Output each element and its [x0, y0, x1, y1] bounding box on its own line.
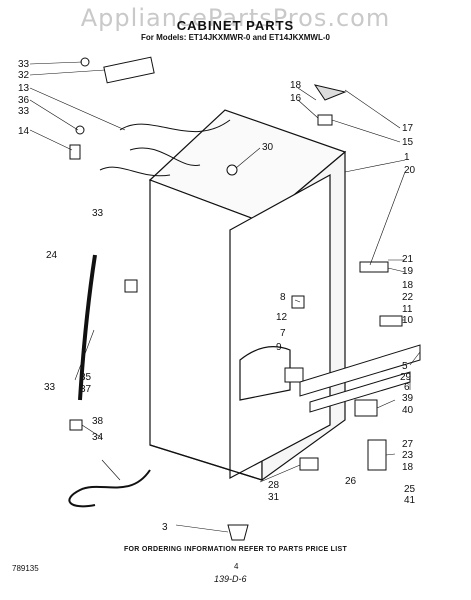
callout-33: 33	[44, 382, 56, 393]
callout-31: 31	[268, 492, 280, 503]
callout-20: 20	[404, 165, 416, 176]
callout-5: 5	[402, 361, 408, 372]
page-number: 4	[234, 562, 239, 571]
callout-27: 27	[402, 439, 414, 450]
part-hinge-16	[317, 114, 333, 126]
callout-23: 23	[402, 450, 414, 461]
part-rail-5	[299, 344, 421, 397]
part-plate-28	[299, 457, 319, 471]
small-parts	[68, 56, 421, 541]
callout-36: 36	[18, 95, 30, 106]
callout-11: 11	[402, 304, 413, 315]
part-hinge-19	[359, 261, 389, 273]
callout-33: 33	[18, 106, 30, 117]
part-clip-38	[69, 419, 83, 431]
part-cord-34	[68, 469, 151, 508]
part-hinge-23	[367, 439, 387, 471]
callout-24: 24	[46, 250, 58, 261]
cabinet-bottom-edge	[149, 444, 263, 481]
callout-3: 3	[162, 522, 168, 533]
cabinet-shell	[148, 109, 347, 482]
leader-lines	[29, 61, 421, 533]
part-bracket-39	[354, 399, 378, 417]
callout-30: 30	[262, 142, 274, 153]
part-screw-33b	[75, 125, 85, 135]
callout-32: 32	[18, 70, 30, 81]
callout-38: 38	[92, 416, 104, 427]
callout-29: 29	[400, 372, 412, 383]
callout-18: 18	[402, 280, 414, 291]
callout-21: 21	[402, 254, 414, 265]
cabinet-opening	[229, 173, 331, 479]
diagram-title: CABINET PARTS	[176, 18, 295, 33]
document-code: 139-D-6	[214, 574, 247, 584]
callout-33: 33	[18, 59, 30, 70]
callout-26: 26	[345, 476, 357, 487]
callout-15: 15	[402, 137, 414, 148]
catalog-code: 789135	[12, 564, 39, 573]
part-tube-35	[78, 254, 97, 401]
callout-33: 33	[92, 208, 104, 219]
callout-41: 41	[404, 495, 416, 506]
callout-12: 12	[276, 312, 288, 323]
part-screw-33a	[80, 57, 90, 67]
part-wiring-harness	[99, 119, 231, 177]
callout-17: 17	[402, 123, 414, 134]
callout-6: 6	[404, 382, 410, 393]
callout-10: 10	[402, 315, 414, 326]
callout-25: 25	[404, 484, 416, 495]
callout-8: 8	[280, 292, 286, 303]
callout-19: 19	[402, 266, 414, 277]
callout-34: 34	[92, 432, 104, 443]
ordering-note: FOR ORDERING INFORMATION REFER TO PARTS …	[123, 546, 348, 553]
callout-13: 13	[18, 83, 30, 94]
part-leveler-3	[227, 524, 249, 541]
callout-18: 18	[402, 462, 414, 473]
callout-18: 18	[290, 80, 302, 91]
callout-28: 28	[268, 480, 280, 491]
part-clip-8	[291, 295, 305, 309]
callout-14: 14	[18, 126, 30, 137]
part-block-14	[69, 144, 81, 160]
callout-35: 35	[80, 372, 92, 383]
callout-39: 39	[402, 393, 414, 404]
diagram-subtitle: For Models: ET14JKXMWR-0 and ET14JKXMWL-…	[141, 33, 330, 42]
part-bracket-32	[103, 56, 155, 84]
callout-9: 9	[276, 342, 282, 353]
part-wedge-17	[313, 84, 347, 101]
part-bracket-10	[379, 315, 403, 327]
callout-22: 22	[402, 292, 414, 303]
part-clip-9	[284, 367, 304, 383]
callout-16: 16	[290, 93, 302, 104]
watermark: AppliancePartsPros.com	[80, 4, 391, 32]
callout-40: 40	[402, 405, 414, 416]
callout-37: 37	[80, 384, 92, 395]
callout-1: 1	[404, 152, 410, 163]
callout-7: 7	[280, 328, 286, 339]
cabinet-interior-shelf	[239, 346, 291, 401]
part-clip-37	[124, 279, 138, 293]
part-plug-30	[226, 164, 238, 176]
